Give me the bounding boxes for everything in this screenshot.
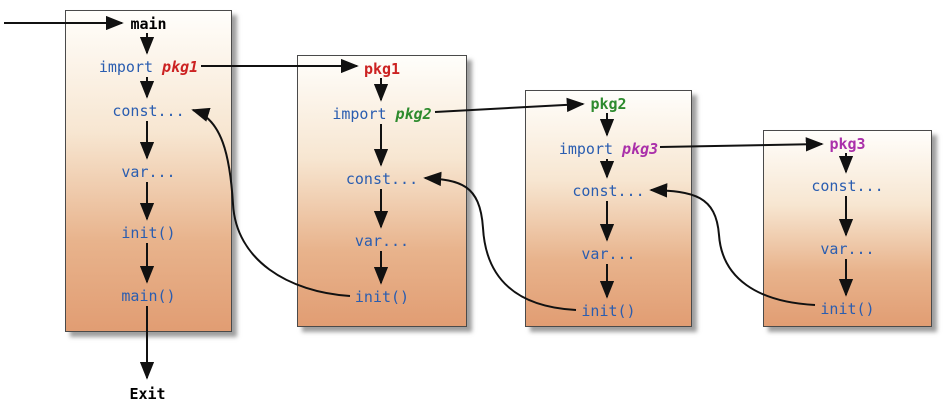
import-statement-main: import pkg1 xyxy=(66,59,231,75)
import-statement-pkg1: import pkg2 xyxy=(298,106,466,122)
const-statement-pkg3: const... xyxy=(811,177,884,195)
var-statement-pkg3: var... xyxy=(820,240,875,258)
init-statement-pkg2: init() xyxy=(581,302,636,320)
init-statement-pkg3: init() xyxy=(820,300,875,318)
import-keyword: import xyxy=(98,58,154,76)
package-box-pkg1: pkg1 import pkg2 const... var... init() xyxy=(297,55,467,327)
const-statement-main: const... xyxy=(112,102,185,120)
package-title-main: main xyxy=(130,15,167,33)
init-statement-pkg1: init() xyxy=(354,288,410,306)
imported-package-pkg1: pkg1 xyxy=(162,58,199,76)
init-statement-main: init() xyxy=(121,224,176,242)
const-statement-pkg2: const... xyxy=(572,182,645,200)
var-statement-pkg1: var... xyxy=(354,232,410,250)
imported-package-pkg3: pkg3 xyxy=(622,140,659,158)
imported-package-pkg2: pkg2 xyxy=(395,105,432,123)
import-keyword: import xyxy=(558,140,614,158)
package-title-pkg1: pkg1 xyxy=(363,60,401,78)
package-box-pkg2: pkg2 import pkg3 const... var... init() xyxy=(525,90,692,327)
exit-label: Exit xyxy=(129,385,166,403)
package-title-pkg2: pkg2 xyxy=(590,95,627,113)
var-statement-pkg2: var... xyxy=(581,245,636,263)
import-keyword: import xyxy=(332,105,387,123)
const-statement-pkg1: const... xyxy=(345,170,419,188)
var-statement-main: var... xyxy=(121,163,176,181)
package-title-pkg3: pkg3 xyxy=(829,135,866,153)
package-box-pkg3: pkg3 const... var... init() xyxy=(763,130,932,327)
main-call-statement: main() xyxy=(121,287,176,305)
package-box-main: main import pkg1 const... var... init() … xyxy=(65,10,232,332)
import-statement-pkg2: import pkg3 xyxy=(526,141,691,157)
